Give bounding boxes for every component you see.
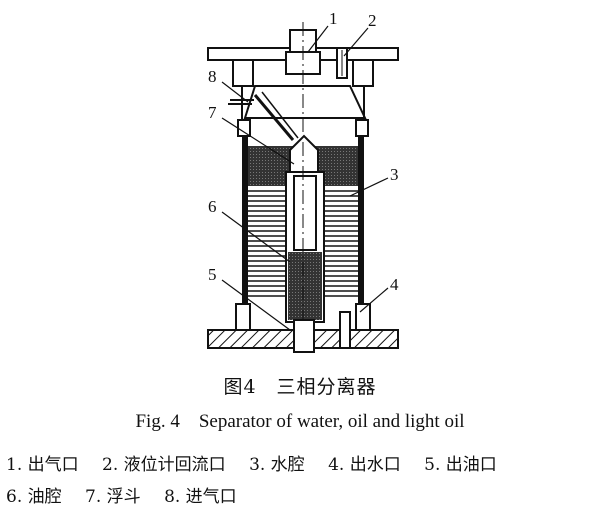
oil-chamber — [285, 171, 325, 323]
legend-item-float-bucket: 7. 浮斗 — [85, 487, 141, 507]
legend-item-oil-outlet: 5. 出油口 — [424, 455, 497, 475]
water-outlet — [339, 311, 351, 349]
callout-3: 3 — [390, 165, 399, 184]
legend-item-gas-inlet: 8. 进气口 — [164, 487, 237, 507]
gas-inlet — [228, 91, 299, 141]
legend-item-oil-chamber: 6. 油腔 — [6, 487, 62, 507]
level-gauge-return-port — [336, 47, 348, 79]
oil-outlet — [293, 319, 315, 353]
legend-item-water-chamber: 3. 水腔 — [249, 455, 305, 475]
separator-diagram: 1 2 3 4 5 6 7 8 — [207, 9, 399, 353]
legend-row-2: 6. 油腔 7. 浮斗 8. 进气口 — [6, 482, 237, 507]
callout-2: 2 — [368, 11, 377, 30]
legend-item-gas-outlet: 1. 出气口 — [6, 455, 79, 475]
callout-4: 4 — [390, 275, 399, 294]
callout-8: 8 — [208, 67, 217, 86]
callout-7: 7 — [208, 103, 217, 122]
upper-gas-chamber — [241, 85, 367, 136]
figure-caption-chinese: 图4 三相分离器 — [223, 376, 377, 398]
legend-item-water-outlet: 4. 出水口 — [328, 455, 401, 475]
legend-item-level-gauge-return: 2. 液位计回流口 — [102, 455, 226, 475]
callout-5: 5 — [208, 265, 217, 284]
float-bucket — [289, 134, 319, 173]
figure-caption-english: Fig. 4 Separator of water, oil and light… — [135, 411, 465, 432]
leader-lines — [221, 25, 389, 331]
callout-1: 1 — [329, 9, 338, 28]
legend-row-1: 1. 出气口 2. 液位计回流口 3. 水腔 4. 出水口 5. 出油口 — [6, 450, 497, 475]
callout-6: 6 — [208, 197, 217, 216]
